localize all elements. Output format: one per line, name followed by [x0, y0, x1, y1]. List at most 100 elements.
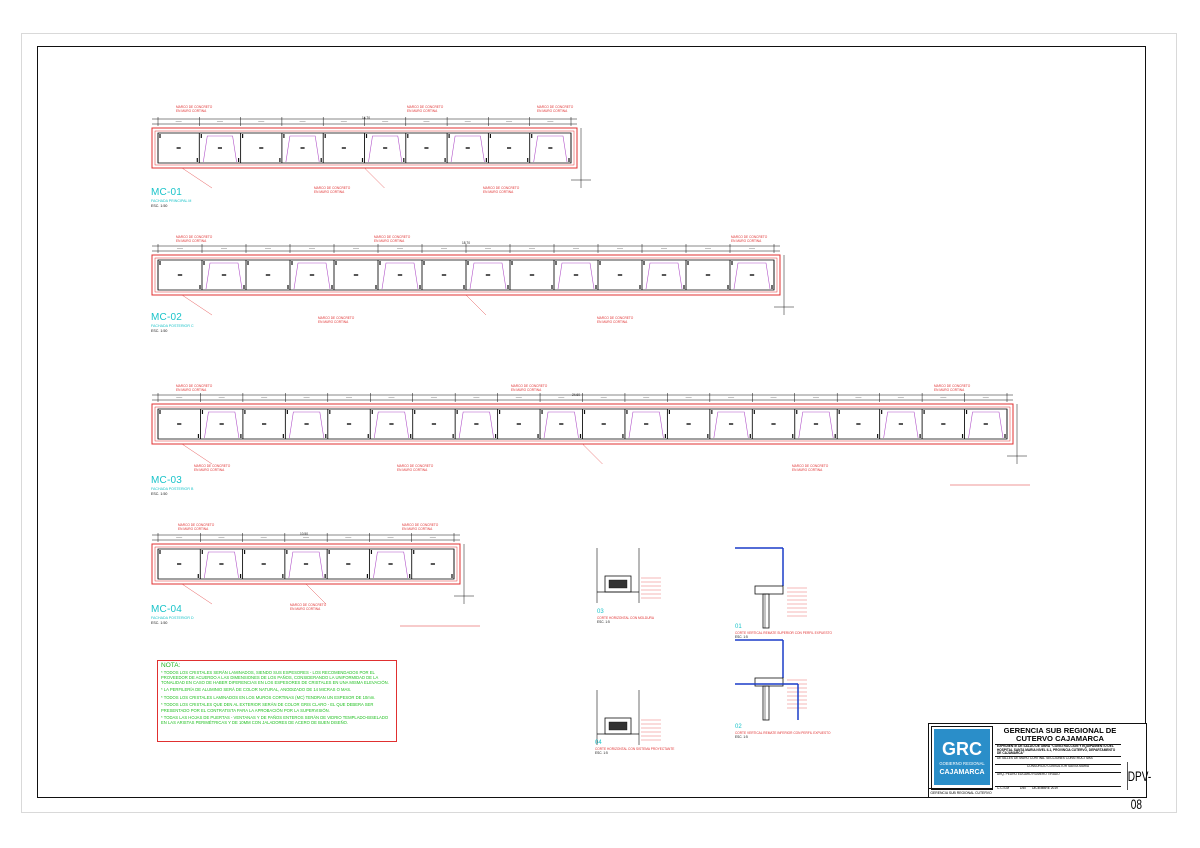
sash-swing [368, 135, 403, 163]
profile [754, 677, 784, 687]
elevation-scale-mc02: ESC. 1:50 [151, 329, 168, 333]
dim-total-mc02: 18.70 [462, 241, 470, 245]
footer-code: C.C.S.M [997, 786, 1010, 790]
detail-title-04: CORTE HORIZONTAL CON SISTEMA PROYECTANTE [595, 747, 675, 751]
sheet-code: DPV-08 [1127, 762, 1151, 812]
svg-text:CAJAMARCA: CAJAMARCA [939, 769, 984, 776]
leader [364, 167, 385, 189]
sash-swing [713, 411, 749, 439]
svg-text:GRC: GRC [942, 739, 982, 759]
sash-swing [288, 551, 324, 579]
svg-text:GOBIERNO REGIONAL: GOBIERNO REGIONAL [939, 761, 985, 766]
elevation-tag-mc01: MC-01 [151, 187, 183, 198]
note-line: * TODAS LAS HOJAS DE PUERTAS - VENTANAS … [161, 715, 389, 726]
sash-swing [293, 262, 331, 290]
dim-total-mc03: 24.60 [572, 393, 580, 397]
sheet-outer-border [21, 33, 1177, 813]
sash-swing [469, 262, 507, 290]
sash-swing [733, 262, 771, 290]
project-name: EXPEDIENTE DE SALDO DE OBRA "CONSTRUCCIO… [995, 744, 1121, 755]
note-line: * TODOS LOS CRISTALES SERÁN LAMINADOS, S… [161, 669, 389, 686]
glass-profile [762, 685, 770, 721]
sash-swing [204, 411, 240, 439]
sash-swing [381, 262, 419, 290]
date-value: DICIEMBRE 2019 [1032, 786, 1058, 790]
leader [181, 167, 213, 189]
elevation-tag-mc04: MC-04 [151, 604, 183, 615]
profile-core [608, 721, 628, 731]
sash-swing [458, 411, 494, 439]
sash-swing [450, 135, 485, 163]
organization-name: GERENCIA SUB REGIONAL DE CUTERVO CAJAMAR… [1003, 726, 1117, 743]
frame-inner [154, 546, 458, 582]
note-line: * TODOS LOS CRISTALES LAMINADOS EN LOS M… [161, 694, 376, 700]
elevation-subtitle-mc03: FACHADA POSTERIOR B [151, 487, 194, 491]
sash-swing [645, 262, 683, 290]
elevation-tag-mc03: MC-03 [151, 475, 183, 486]
leader [181, 294, 213, 316]
detail-scale-03: ESC. 1:5 [597, 620, 610, 624]
detail-scale-01: ESC. 1:5 [735, 635, 748, 639]
grc-logo: GRC GOBIERNO REGIONAL CAJAMARCA [931, 726, 993, 790]
detail-title-02: CORTE VERTICAL REMATE INFERIOR CON PERFI… [735, 731, 831, 735]
frame-inner [154, 406, 1011, 442]
profile [754, 585, 784, 595]
title-block: GRC GOBIERNO REGIONAL CAJAMARCA GERENCIA… [928, 723, 1151, 812]
drawing-frame [37, 46, 1146, 798]
sash-swing [203, 551, 239, 579]
leader [181, 443, 213, 465]
leader [181, 583, 213, 605]
elevation-scale-mc01: ESC. 1:50 [151, 204, 168, 208]
elevation-subtitle-mc04: FACHADA POSTERIOR D [151, 616, 194, 620]
sash-swing [557, 262, 595, 290]
elevation-scale-mc04: ESC. 1:50 [151, 621, 168, 625]
scale-value: 1/50 [1019, 786, 1026, 790]
leader [305, 583, 327, 605]
detail-num-01: 01 [735, 624, 742, 630]
sash-swing [543, 411, 579, 439]
sash-swing [968, 411, 1004, 439]
grc-logo-mark: GRC GOBIERNO REGIONAL CAJAMARCA [934, 729, 990, 785]
general-notes: NOTA: * TODOS LOS CRISTALES SERÁN LAMINA… [157, 660, 397, 742]
detail-title-01: CORTE VERTICAL REMATE SUPERIOR CON PERFI… [735, 631, 832, 635]
detail-num-02: 02 [735, 724, 742, 730]
detail-scale-02: ESC. 1:5 [735, 735, 748, 739]
dim-total-mc01: 14.70 [362, 116, 370, 120]
sash-swing [533, 135, 568, 163]
scale-date-row: C.C.S.M 1/50 DICIEMBRE 2019 [995, 786, 1121, 794]
profile-core [608, 579, 628, 589]
footer-org: GERENCIA SUB REGIONAL CUTERVO [929, 788, 993, 797]
note-line: * LA PERFILERÍA DE ALUMINIO SERÁ DE COLO… [161, 687, 352, 693]
leader [582, 443, 603, 465]
detail-num-03: 03 [597, 609, 604, 615]
detail-num-04: 04 [595, 740, 602, 746]
sash-swing [628, 411, 664, 439]
glass-profile [762, 593, 770, 629]
sash-swing [373, 551, 409, 579]
sash-swing [798, 411, 834, 439]
detail-scale-04: ESC. 1:5 [595, 751, 608, 755]
sash-swing [203, 135, 237, 163]
notes-title: NOTA: [161, 662, 181, 669]
frame-inner [154, 130, 575, 166]
elevation-scale-mc03: ESC. 1:50 [151, 492, 168, 496]
sash-swing [883, 411, 919, 439]
designer-name: ARQ. PEDRO EDGARD ROMERO TIRADO [995, 772, 1121, 782]
sash-swing [285, 135, 320, 163]
elevation-tag-mc02: MC-02 [151, 312, 183, 323]
leader [465, 294, 487, 316]
